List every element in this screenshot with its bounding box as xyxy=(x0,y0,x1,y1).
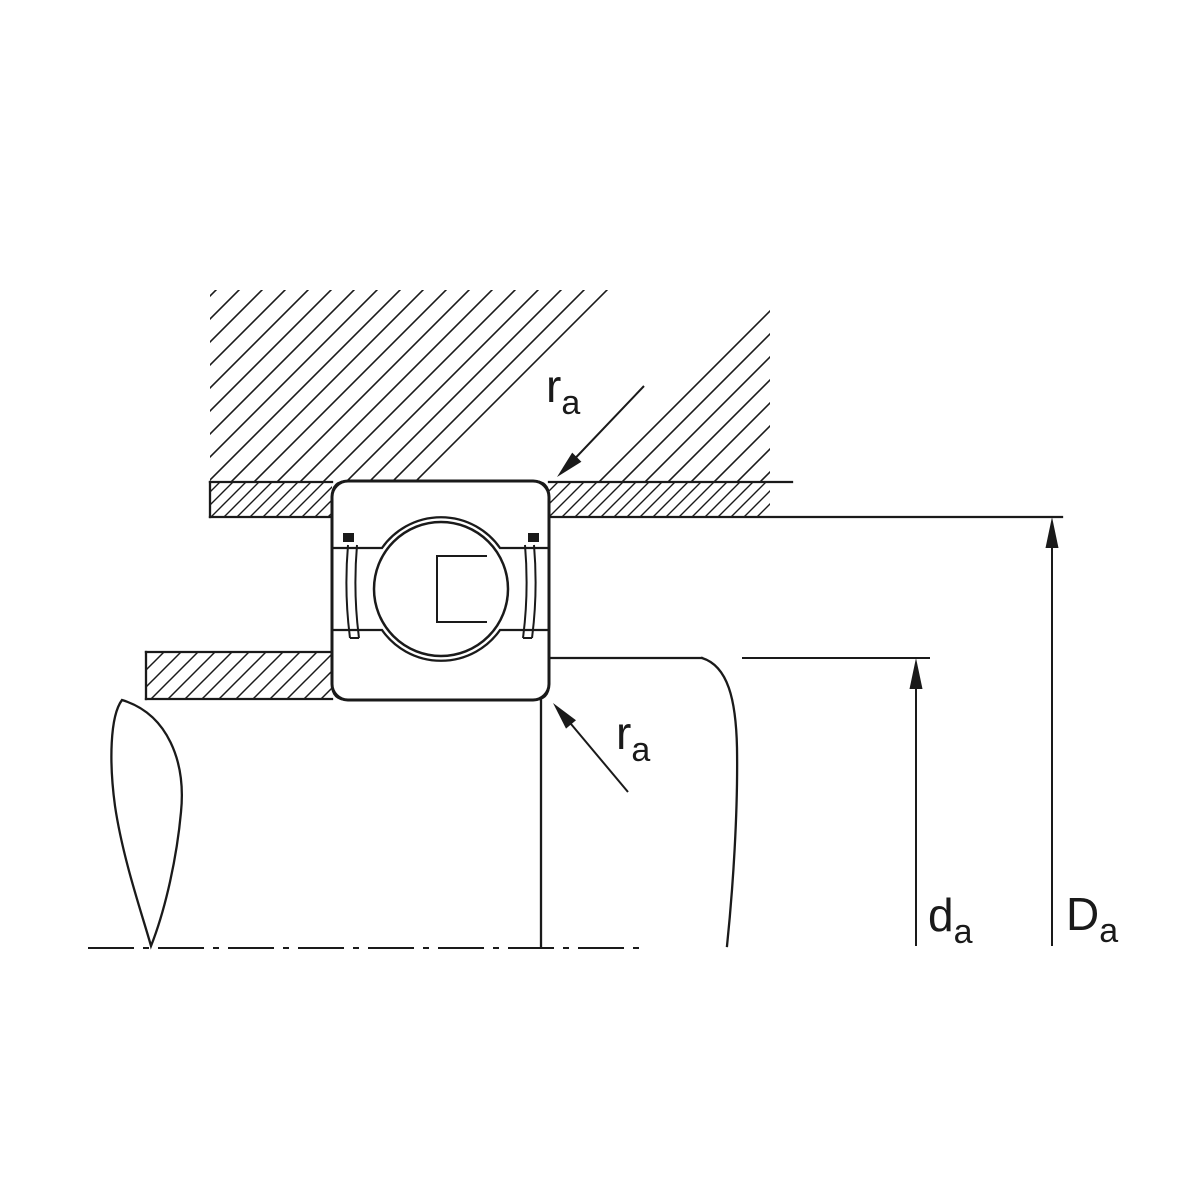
fillet-callout-bottom: ra xyxy=(553,703,650,793)
shield-right-anchor xyxy=(528,533,539,542)
label-ra-top-base: r xyxy=(546,360,561,412)
label-Da-sub: a xyxy=(1099,912,1118,950)
shield-left-outer-line xyxy=(345,544,351,639)
ra-bottom-arrowhead xyxy=(553,703,576,729)
label-ra-bottom-sub: a xyxy=(631,731,650,769)
label-ra-top: ra xyxy=(546,360,580,422)
shield-right xyxy=(522,533,539,639)
housing-hatch-gap xyxy=(422,290,781,482)
housing-shoulder-strip xyxy=(208,480,1064,519)
housing-section xyxy=(208,290,794,484)
ra-top-leader-line xyxy=(563,385,645,471)
shield-left-anchor xyxy=(343,533,354,542)
label-ra-bottom-base: r xyxy=(616,707,631,759)
label-da-base: d xyxy=(928,889,954,941)
shaft-contour-line xyxy=(700,656,739,948)
bearing xyxy=(330,479,551,702)
label-da-sub: a xyxy=(954,913,973,951)
label-da: da xyxy=(928,889,973,951)
housing-shoulder-right xyxy=(549,482,770,517)
shaft-shoulder-hatch xyxy=(146,652,332,699)
ball-section-mark xyxy=(436,555,487,623)
label-ra-bottom: ra xyxy=(616,707,650,769)
shaft-right-shoulder xyxy=(547,656,739,948)
da-arrowhead xyxy=(909,658,923,689)
housing-shoulder-left xyxy=(210,482,332,517)
shaft-shoulder-section xyxy=(144,650,334,701)
ball xyxy=(372,520,510,658)
label-Da-base: D xyxy=(1066,888,1099,940)
shield-left xyxy=(343,533,360,639)
ra-top-arrowhead xyxy=(557,452,582,477)
ra-bottom-leader-line xyxy=(570,723,629,793)
shield-right-outer-line xyxy=(531,544,537,639)
shaft-fillet-section xyxy=(110,698,183,950)
label-Da: Da xyxy=(1066,888,1118,950)
shield-left-inner-line xyxy=(354,544,360,639)
dimension-Da: Da xyxy=(1045,517,1118,950)
label-ra-top-sub: a xyxy=(561,384,580,422)
shield-right-inner-line xyxy=(522,544,528,639)
dimension-da: da xyxy=(742,657,973,951)
Da-arrowhead xyxy=(1045,517,1059,548)
fillet-callout-top: ra xyxy=(546,360,645,477)
